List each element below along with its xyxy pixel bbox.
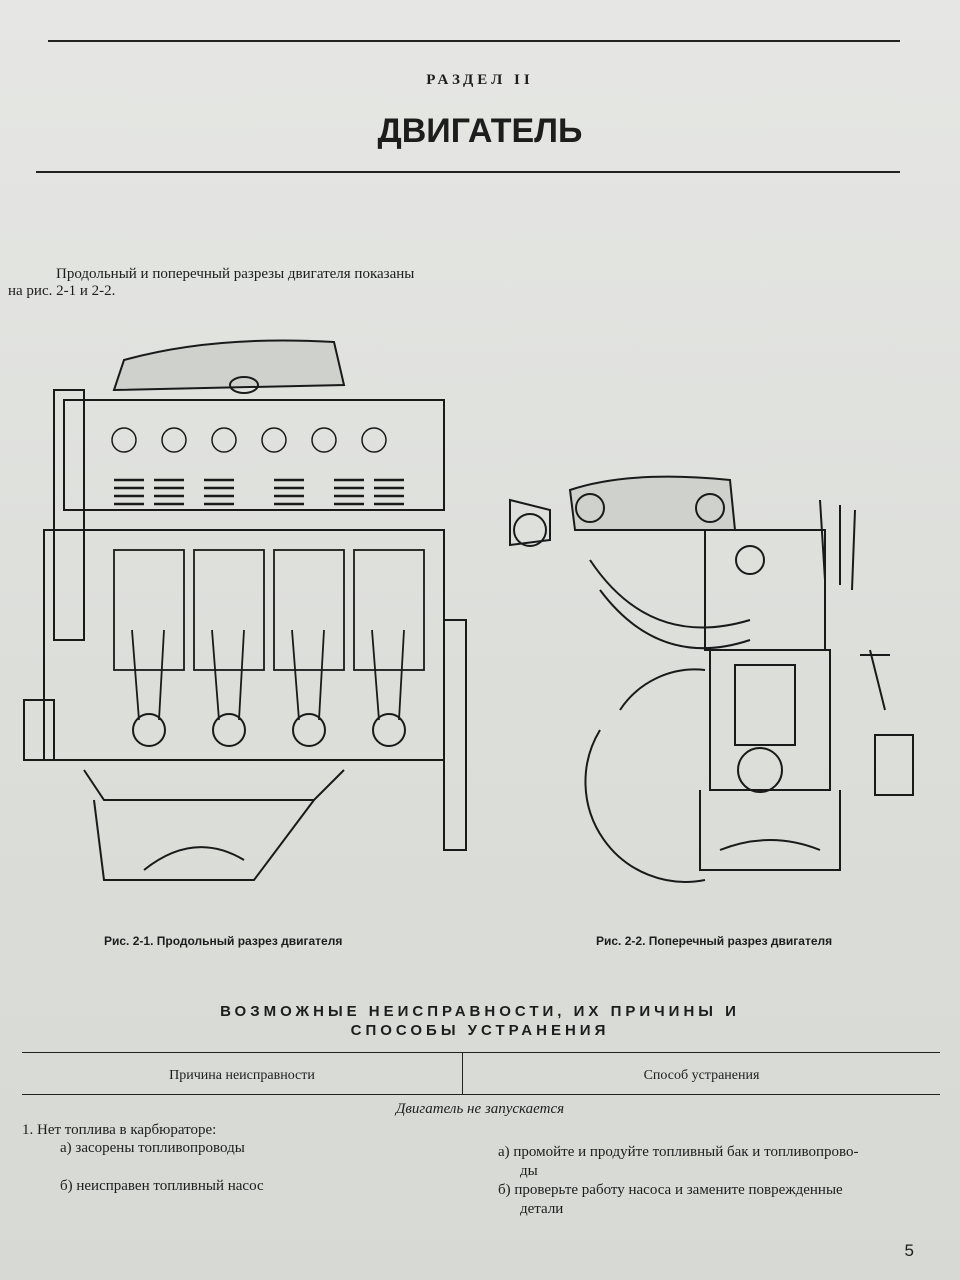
remedy-b-line-2: детали xyxy=(520,1201,564,1217)
figure-1-caption: Рис. 2-1. Продольный разрез двигателя xyxy=(104,934,343,948)
table-header-rule xyxy=(22,1094,940,1095)
table-column-divider xyxy=(462,1052,463,1094)
page-number: 5 xyxy=(904,1241,914,1260)
table-top-rule xyxy=(22,1052,940,1053)
intro-line-1: Продольный и поперечный разрезы двигател… xyxy=(56,266,415,282)
fault-item-1: 1. Нет топлива в карбюраторе: xyxy=(22,1122,217,1138)
column-header-remedy: Способ устранения xyxy=(643,1068,760,1083)
remedy-a-line-2: ды xyxy=(520,1163,538,1179)
cause-b: б) неисправен топливный насос xyxy=(60,1178,264,1194)
troubleshooting-heading: ВОЗМОЖНЫЕ НЕИСПРАВНОСТИ, ИХ ПРИЧИНЫ И СП… xyxy=(0,1002,960,1040)
figure-cross-section xyxy=(509,475,914,883)
intro-paragraph: Продольный и поперечный разрезы двигател… xyxy=(8,266,476,300)
intro-line-2: на рис. 2-1 и 2-2. xyxy=(8,283,116,299)
section-label: РАЗДЕЛ II xyxy=(426,72,534,88)
figure-longitudinal-section xyxy=(23,339,467,881)
top-rule xyxy=(48,40,900,42)
column-header-cause: Причина неисправности xyxy=(169,1068,315,1083)
troubleshooting-heading-line-2: СПОСОБЫ УСТРАНЕНИЯ xyxy=(350,1022,610,1039)
remedy-b-line-1: б) проверьте работу насоса и замените по… xyxy=(498,1182,843,1198)
remedy-a: а) промойте и продуйте топливный бак и т… xyxy=(498,1143,938,1181)
page-title: ДВИГАТЕЛЬ xyxy=(377,112,583,150)
troubleshooting-heading-line-1: ВОЗМОЖНЫЕ НЕИСПРАВНОСТИ, ИХ ПРИЧИНЫ И xyxy=(220,1003,740,1020)
title-rule xyxy=(36,171,900,173)
figure-2-caption: Рис. 2-2. Поперечный разрез двигателя xyxy=(596,934,833,948)
cause-a: а) засорены топливопроводы xyxy=(60,1140,245,1156)
remedy-b: б) проверьте работу насоса и замените по… xyxy=(498,1181,938,1219)
table-subheading: Двигатель не запускается xyxy=(395,1101,565,1117)
remedy-a-line-1: а) промойте и продуйте топливный бак и т… xyxy=(498,1144,859,1160)
